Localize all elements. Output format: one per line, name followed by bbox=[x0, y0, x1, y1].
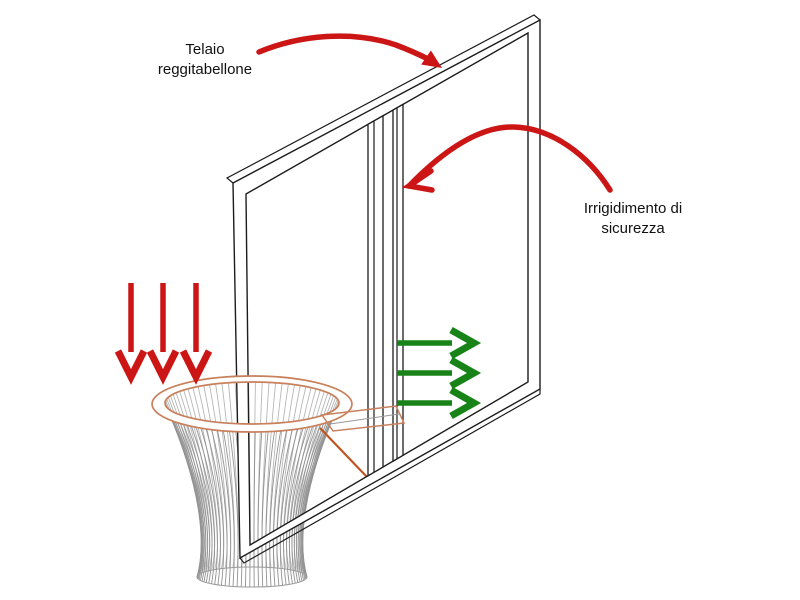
rim-bracket-plate-outline bbox=[320, 405, 406, 432]
load-arrow-head bbox=[179, 349, 213, 385]
stiffener-callout-arrowhead bbox=[401, 168, 435, 193]
frame-label: Telaio reggitabellone bbox=[140, 40, 270, 80]
load-arrow-head bbox=[114, 349, 148, 385]
frame-top-depth-edge bbox=[225, 14, 541, 184]
reaction-arrow-head bbox=[449, 356, 482, 390]
stiffener-post-right bbox=[392, 103, 404, 463]
rim-bracket-plate bbox=[320, 405, 406, 432]
frame-callout-arrowhead bbox=[421, 50, 442, 68]
reaction-arrows-right bbox=[397, 326, 482, 420]
load-arrow-head bbox=[146, 349, 180, 385]
hoop-rim bbox=[151, 375, 353, 433]
frame-label-line1: Telaio bbox=[185, 41, 225, 58]
stiffener-label-line2: sicurezza bbox=[601, 220, 665, 237]
stiffener-label: Irrigidimento di sicurezza bbox=[556, 199, 710, 239]
frame-outline bbox=[232, 18, 541, 560]
frame-bottom-depth-edge bbox=[239, 389, 541, 564]
frame-label-line2: reggitabellone bbox=[157, 61, 253, 78]
frame-callout-arrow-curve bbox=[256, 33, 429, 61]
stiffener-callout-arrow bbox=[401, 124, 613, 193]
net-bottom-edge bbox=[196, 566, 308, 588]
rim-bracket-plate-line bbox=[329, 413, 400, 425]
load-arrows-down bbox=[114, 283, 213, 385]
stiffener-label-line1: Irrigidimento di bbox=[583, 200, 683, 217]
stiffener-callout-arrow-curve bbox=[406, 124, 613, 193]
stiffener-post-left bbox=[367, 114, 384, 477]
reaction-arrow-head bbox=[449, 326, 482, 360]
reaction-arrow-head bbox=[449, 386, 482, 420]
net-wireframe bbox=[164, 381, 340, 588]
frame-callout-arrow bbox=[256, 33, 442, 68]
safety-stiffener-posts bbox=[367, 103, 404, 477]
